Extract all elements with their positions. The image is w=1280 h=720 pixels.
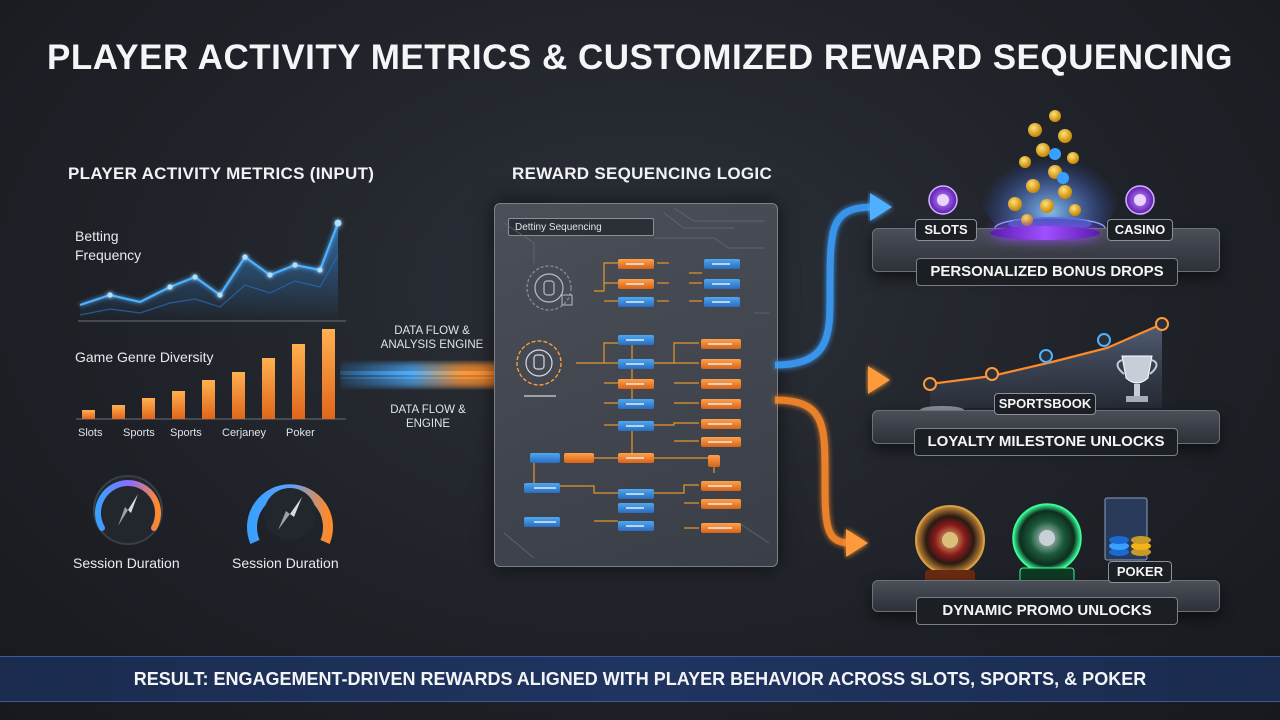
promo-visual [915,497,1151,587]
genre-bar [82,410,95,419]
genre-category: Slots [78,427,103,439]
trend-point [334,219,342,227]
mic-icon [543,280,555,296]
session-gauge-2 [247,484,333,544]
trend-line-secondary [79,254,339,316]
bonus-glow-disc [990,226,1100,240]
glow [980,135,1120,245]
arrowhead-loyalty [868,366,890,394]
blue-coin [1049,148,1061,160]
beam-line [340,371,500,375]
chip-center [937,194,949,206]
milestone-line [929,322,1163,386]
milestone-node [1039,349,1053,363]
genre-bar [292,344,305,419]
genre-bar [322,329,335,419]
arrow-to-bonus [774,203,876,369]
genre-bar [172,391,185,419]
milestone-node [1097,333,1111,347]
wheel-hub [942,532,958,548]
milestone-node [985,367,999,381]
arrowhead-promo [846,529,868,557]
genre-bar [142,398,155,419]
gold-coins [1008,110,1081,226]
arrow-to-promo [774,396,851,547]
trend-point [267,272,273,278]
dynamic-promo-label: DYNAMIC PROMO UNLOCKS [916,597,1178,625]
session-duration-label-1: Session Duration [73,555,180,571]
output-arrows [774,193,892,557]
genre-bar [232,372,245,419]
genre-category: Cerjaney [222,427,267,439]
genre-category: Sports [170,427,202,439]
game-genre-chart [76,329,346,420]
gear-icon [526,265,572,311]
milestone-area [930,324,1162,408]
poker-chips-icon [1109,536,1151,556]
trend-point [192,274,198,280]
trend-point [317,267,323,273]
bonus-drops-label: PERSONALIZED BONUS DROPS [916,258,1178,286]
flow-label-bottom: DATA FLOW & ENGINE [390,404,466,430]
loyalty-visual [920,317,1169,414]
genre-category: Sports [123,427,155,439]
gauge-arc [95,480,161,531]
flow-label-top: DATA FLOW & ANALYSIS ENGINE [380,325,484,351]
betting-frequency-chart [78,219,346,322]
milestone-node [1155,317,1169,331]
trend-area [80,223,338,321]
trend-point [217,292,223,298]
betting-frequency-label: Betting Frequency [75,228,142,263]
milestone-node [923,377,937,391]
slots-tag: SLOTS [915,219,977,241]
genre-bar [202,380,215,419]
genre-bar [262,358,275,419]
circuit-traces [503,207,770,559]
gauge-needle [290,497,302,517]
sequencing-flowchart [503,207,770,559]
trend-point [167,284,173,290]
trend-point [242,254,248,260]
gauge-needle [128,494,138,513]
mic-icon [533,354,545,370]
head-icon [534,273,564,303]
blue-coin [1057,172,1069,184]
poker-tag: POKER [1108,561,1172,583]
game-genre-label: Game Genre Diversity [75,349,214,365]
sportsbook-tag: SPORTSBOOK [994,393,1096,415]
chip-center [1134,194,1146,206]
node-text-lines [534,263,732,529]
result-banner: RESULT: ENGAGEMENT-DRIVEN REWARDS ALIGNE… [0,656,1280,702]
input-heading: PLAYER ACTIVITY METRICS (INPUT) [68,164,375,183]
genre-category: Poker [286,427,315,439]
genre-bar [112,405,125,419]
head-icon [525,349,553,377]
wheel-hub [1039,530,1055,546]
session-duration-label-2: Session Duration [232,555,339,571]
casino-tag: CASINO [1107,219,1173,241]
trophy-icon [1116,355,1158,402]
session-gauge-1 [93,475,163,545]
gauge-needle-tail [278,511,290,530]
gear-icon [516,340,562,386]
doc-icon [561,294,573,306]
beam-line [340,377,500,379]
gear-caption [524,395,556,397]
arrowhead-bonus [870,193,892,221]
trend-point [292,262,298,268]
data-flow-beam [340,363,500,387]
connector-lines [524,262,715,529]
trend-point [107,292,113,298]
loyalty-milestone-label: LOYALTY MILESTONE UNLOCKS [914,428,1178,456]
logic-heading: REWARD SEQUENCING LOGIC [512,164,773,183]
page-title: PLAYER ACTIVITY METRICS & CUSTOMIZED REW… [47,38,1233,77]
panel-title: Dettiny Sequencing [508,218,654,236]
gauge-needle-tail [118,507,128,526]
